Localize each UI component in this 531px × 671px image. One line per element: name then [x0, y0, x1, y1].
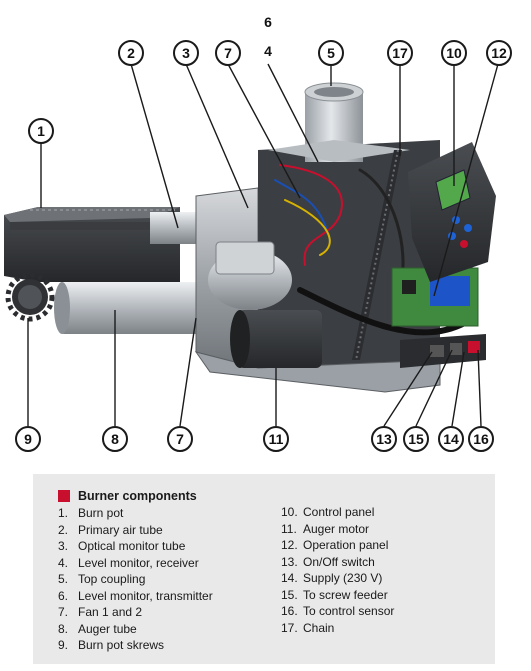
connector-strip — [400, 334, 486, 368]
callout-7-bottom: 7 — [167, 426, 193, 452]
legend-item-number: 15. — [281, 587, 298, 602]
auger-motor — [230, 310, 322, 368]
legend-item: 15. To screw feeder — [281, 587, 394, 604]
legend-item-text: To screw feeder — [303, 587, 388, 602]
legend-item: 17. Chain — [281, 620, 394, 637]
legend-item-number: 2. — [58, 522, 69, 537]
legend-list-left: 1. Burn pot 2. Primary air tube 3. Optical mo… — [58, 505, 213, 654]
auger-tube — [54, 282, 205, 334]
legend-item: 3. Optical monitor tube — [58, 538, 213, 555]
legend-item: 7. Fan 1 and 2 — [58, 604, 213, 621]
legend-item-number: 17. — [281, 620, 298, 635]
legend-item: 10. Control panel — [281, 504, 394, 521]
legend-item-text: To control sensor — [303, 604, 395, 618]
callout-1: 1 — [28, 118, 54, 144]
legend-item: 5. Top coupling — [58, 571, 213, 588]
legend-item-text: Level monitor, transmitter — [78, 588, 213, 603]
callout-3: 3 — [173, 40, 199, 66]
callout-5: 5 — [318, 40, 344, 66]
legend-item: 14. Supply (230 V) — [281, 570, 394, 587]
legend-item-text: Auger tube — [78, 621, 137, 636]
legend-item: 9. Burn pot skrews — [58, 637, 213, 654]
top-coupling — [268, 82, 410, 162]
callout-16: 16 — [468, 426, 494, 452]
legend-item: 4. Level monitor, receiver — [58, 555, 213, 572]
legend-item: 6. Level monitor, transmitter — [58, 588, 213, 605]
legend-item: 11. Auger motor — [281, 521, 394, 538]
legend-item: 1. Burn pot — [58, 505, 213, 522]
callout-7-top: 7 — [215, 40, 241, 66]
legend-item-text: Top coupling — [78, 572, 146, 586]
legend-item: 16. To control sensor — [281, 603, 394, 620]
callout-10: 10 — [441, 40, 467, 66]
control-panel — [408, 142, 496, 282]
legend-header: Burner components — [58, 489, 197, 503]
legend-item-number: 11. — [281, 521, 297, 536]
legend-item-text: Burn pot skrews — [78, 638, 165, 652]
legend-item: 8. Auger tube — [58, 621, 213, 638]
callout-15: 15 — [403, 426, 429, 452]
legend-item-number: 6. — [58, 588, 69, 603]
legend-item-number: 10. — [281, 505, 298, 519]
legend-item-number: 14. — [281, 571, 298, 585]
legend-item-text: Burn pot — [78, 506, 124, 520]
callout-9: 9 — [15, 426, 41, 452]
legend-item-text: Operation panel — [303, 538, 389, 552]
legend-item-text: Primary air tube — [78, 522, 163, 537]
legend-item: 2. Primary air tube — [58, 522, 213, 539]
legend-item-number: 3. — [58, 539, 69, 553]
legend-item-text: Auger motor — [303, 521, 370, 536]
callout-17: 17 — [387, 40, 413, 66]
burner-illustration — [4, 63, 499, 427]
callout-14: 14 — [438, 426, 464, 452]
fan-1-and-2 — [208, 241, 292, 310]
legend-item-text: Control panel — [303, 505, 375, 519]
callout-2: 2 — [118, 40, 144, 66]
legend-item-number: 8. — [58, 621, 69, 636]
legend-panel: Burner components 1. Burn pot 2. Primary ai… — [33, 474, 495, 664]
legend-item-number: 1. — [58, 506, 69, 520]
legend-item: 13. On/Off switch — [281, 554, 394, 571]
burn-pot — [4, 207, 180, 282]
legend-item-number: 12. — [281, 538, 298, 552]
legend-item-number: 16. — [281, 604, 298, 618]
legend-item: 12. Operation panel — [281, 537, 394, 554]
legend-item-text: Supply (230 V) — [303, 571, 383, 585]
legend-list-right: 10. Control panel 11. Auger motor 12. Operati… — [281, 504, 394, 636]
callout-6: 6 — [264, 14, 272, 30]
legend-accent-square — [58, 490, 70, 502]
legend-item-number: 5. — [58, 572, 69, 586]
legend-item-text: Level monitor, receiver — [78, 555, 199, 570]
legend-item-number: 9. — [58, 638, 69, 652]
legend-item-number: 7. — [58, 605, 69, 619]
legend-item-text: On/Off switch — [303, 554, 375, 569]
callout-4: 4 — [264, 43, 272, 59]
burn-pot-screws — [5, 272, 55, 322]
legend-item-number: 13. — [281, 554, 298, 569]
legend-item-text: Optical monitor tube — [78, 539, 186, 553]
callout-12: 12 — [486, 40, 512, 66]
callout-13: 13 — [371, 426, 397, 452]
callout-11: 11 — [263, 426, 289, 452]
legend-item-text: Chain — [303, 620, 335, 635]
legend-item-text: Fan 1 and 2 — [78, 605, 143, 619]
legend-item-number: 4. — [58, 555, 69, 570]
callout-8: 8 — [102, 426, 128, 452]
legend-title: Burner components — [78, 489, 197, 503]
leader-lines — [27, 63, 499, 427]
